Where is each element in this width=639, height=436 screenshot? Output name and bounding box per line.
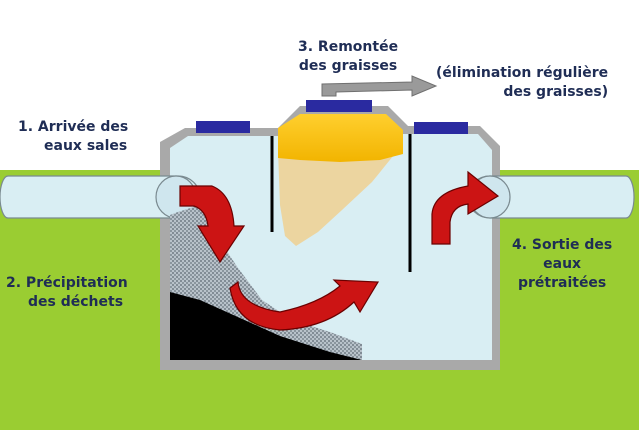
grease-layer (278, 114, 403, 162)
lid-right (414, 122, 468, 134)
step1-label: 1. Arrivée des eaux sales (18, 118, 128, 156)
step3-note-line2: des graisses) (503, 84, 609, 100)
lid-center (306, 100, 372, 112)
step4-line3: prétraitées (517, 275, 607, 291)
sludge-layer (170, 292, 362, 360)
step1-line1: 1. Arrivée des (18, 119, 129, 135)
bottom-flow-arrow (229, 279, 380, 331)
outflow-arrow (431, 170, 500, 245)
step3-note: (élimination régulière des graisses) (436, 64, 608, 102)
step2-line2: des déchets (28, 294, 124, 310)
step4-line2: eaux (543, 256, 582, 272)
step2-label: 2. Précipitation des déchets (6, 274, 128, 312)
step3-note-line1: (élimination régulière (436, 65, 609, 81)
step3-line1: 3. Remontée (298, 39, 399, 55)
step2-line1: 2. Précipitation (6, 275, 128, 291)
step1-line2: eaux sales (44, 138, 128, 154)
step4-line1: 4. Sortie des (512, 237, 613, 253)
step4-label: 4. Sortie des eaux prétraitées (512, 236, 612, 293)
lid-left (196, 121, 250, 133)
inflow-arrow (179, 185, 246, 264)
step3-label: 3. Remontée des graisses (298, 38, 398, 76)
step3-line2: des graisses (298, 58, 398, 74)
grease-plume (278, 150, 398, 246)
grease-removal-arrow (321, 75, 438, 97)
